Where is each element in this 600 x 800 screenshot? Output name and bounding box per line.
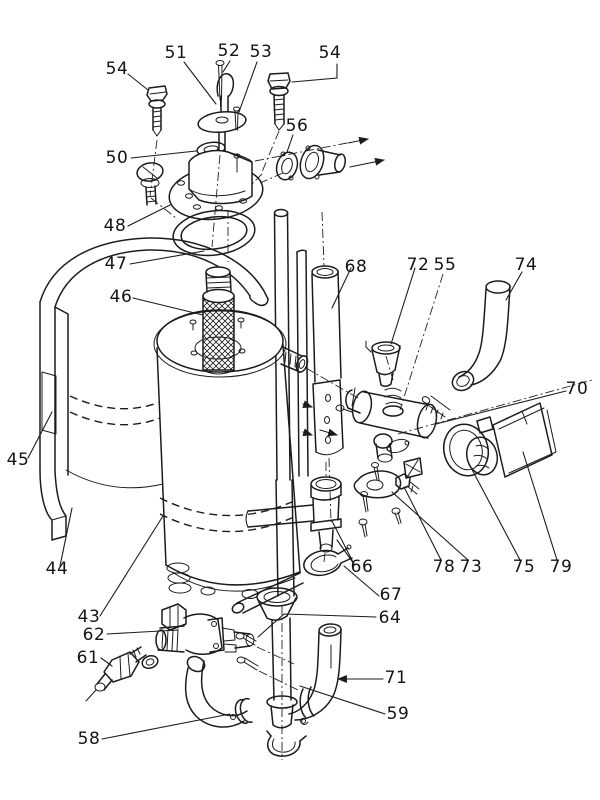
part-labels: 54 51 52 53 54 56 50 48 47 46 45 44 43 6… bbox=[7, 41, 589, 749]
part-label-46: 46 bbox=[110, 287, 133, 307]
part-44-shroud bbox=[39, 237, 269, 541]
part-64-screws bbox=[235, 632, 299, 691]
part-label-75: 75 bbox=[513, 557, 536, 577]
part-78-screw bbox=[395, 473, 420, 495]
part-label-59: 59 bbox=[387, 704, 410, 724]
part-label-52: 52 bbox=[218, 41, 241, 61]
part-label-51: 51 bbox=[165, 43, 188, 63]
part-label-58: 58 bbox=[78, 729, 101, 749]
part-75-pump bbox=[421, 395, 499, 477]
part-label-68: 68 bbox=[345, 257, 368, 277]
part-54-screw-right bbox=[267, 72, 291, 131]
part-label-70: 70 bbox=[566, 379, 589, 399]
part-67-wire-clamp bbox=[303, 544, 353, 577]
part-label-43: 43 bbox=[78, 607, 101, 627]
part-label-73: 73 bbox=[460, 557, 483, 577]
bolt-below-54-left bbox=[136, 162, 164, 206]
part-53-pin bbox=[233, 106, 240, 131]
part-52-screw bbox=[215, 60, 225, 107]
construction-lines bbox=[149, 130, 593, 435]
part-56-gasket bbox=[275, 151, 299, 181]
part-68-tube bbox=[302, 211, 344, 523]
bottom-funnel-and-tube bbox=[256, 587, 307, 760]
part-66-tee-fitting bbox=[245, 462, 342, 563]
down-pipes bbox=[273, 208, 309, 597]
gasket-ring-under-flange bbox=[172, 209, 256, 257]
part-71-hose bbox=[288, 623, 342, 726]
part-61-fitting bbox=[85, 646, 159, 702]
part-label-71: 71 bbox=[385, 668, 408, 688]
part-72-cap bbox=[365, 340, 403, 406]
part-label-61: 61 bbox=[77, 648, 100, 668]
part-48-flange bbox=[168, 149, 264, 221]
part-label-64: 64 bbox=[379, 608, 402, 628]
part-79-bracket bbox=[492, 402, 557, 478]
part-label-45: 45 bbox=[7, 450, 30, 470]
leader-lines bbox=[27, 60, 567, 740]
part-46-filter bbox=[194, 266, 242, 375]
part-label-48: 48 bbox=[104, 216, 127, 236]
part-label-67: 67 bbox=[380, 585, 403, 605]
fasteners-below-valve bbox=[353, 438, 410, 538]
part-label-72: 72 bbox=[407, 255, 430, 275]
part-label-74: 74 bbox=[515, 255, 538, 275]
part-label-44: 44 bbox=[46, 559, 69, 579]
part-74-elbow-tube bbox=[451, 280, 511, 392]
flanged-tube-56 bbox=[299, 144, 346, 180]
direction-arrows bbox=[254, 136, 385, 184]
part-55-valve-manifold bbox=[305, 355, 438, 479]
part-54-screw-left bbox=[146, 85, 168, 137]
part-label-54-right: 54 bbox=[319, 43, 342, 63]
part-label-55: 55 bbox=[434, 255, 457, 275]
part-label-62: 62 bbox=[83, 625, 106, 645]
part-58-hose bbox=[184, 655, 253, 728]
part-label-66: 66 bbox=[351, 557, 374, 577]
part-label-56: 56 bbox=[286, 116, 309, 136]
part-label-79: 79 bbox=[550, 557, 573, 577]
part-label-50: 50 bbox=[106, 148, 129, 168]
part-label-54-left: 54 bbox=[106, 59, 129, 79]
part-label-53: 53 bbox=[250, 42, 273, 62]
part-label-47: 47 bbox=[105, 254, 128, 274]
part-label-78: 78 bbox=[433, 557, 456, 577]
